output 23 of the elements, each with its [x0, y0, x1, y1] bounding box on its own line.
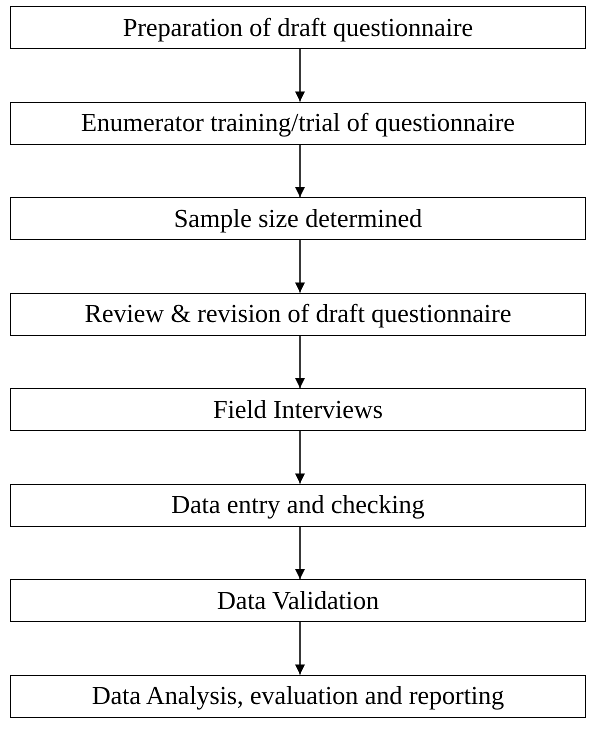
step-label: Enumerator training/trial of questionnaire: [81, 108, 515, 138]
arrow: [295, 336, 305, 388]
step-label: Data Validation: [217, 586, 379, 616]
step-label: Data entry and checking: [171, 490, 425, 520]
step-label: Data Analysis, evaluation and reporting: [92, 681, 504, 711]
arrow: [295, 144, 305, 197]
step-label: Field Interviews: [213, 394, 383, 424]
process-box: [10, 6, 586, 49]
arrow: [295, 49, 305, 102]
process-box: [10, 674, 586, 718]
process-box: [10, 102, 586, 144]
step-label: Preparation of draft questionnaire: [122, 12, 474, 42]
step-label: Review & revision of draft questionnaire: [84, 299, 512, 329]
arrow: [295, 240, 305, 292]
process-box: [10, 579, 586, 622]
step-label: Sample size determined: [174, 204, 422, 234]
process-box: [10, 197, 586, 240]
process-box: [10, 292, 586, 336]
process-box: [10, 388, 586, 431]
process-box: [10, 484, 586, 526]
arrow: [295, 622, 305, 674]
arrow: [295, 431, 305, 484]
arrow: [295, 526, 305, 579]
